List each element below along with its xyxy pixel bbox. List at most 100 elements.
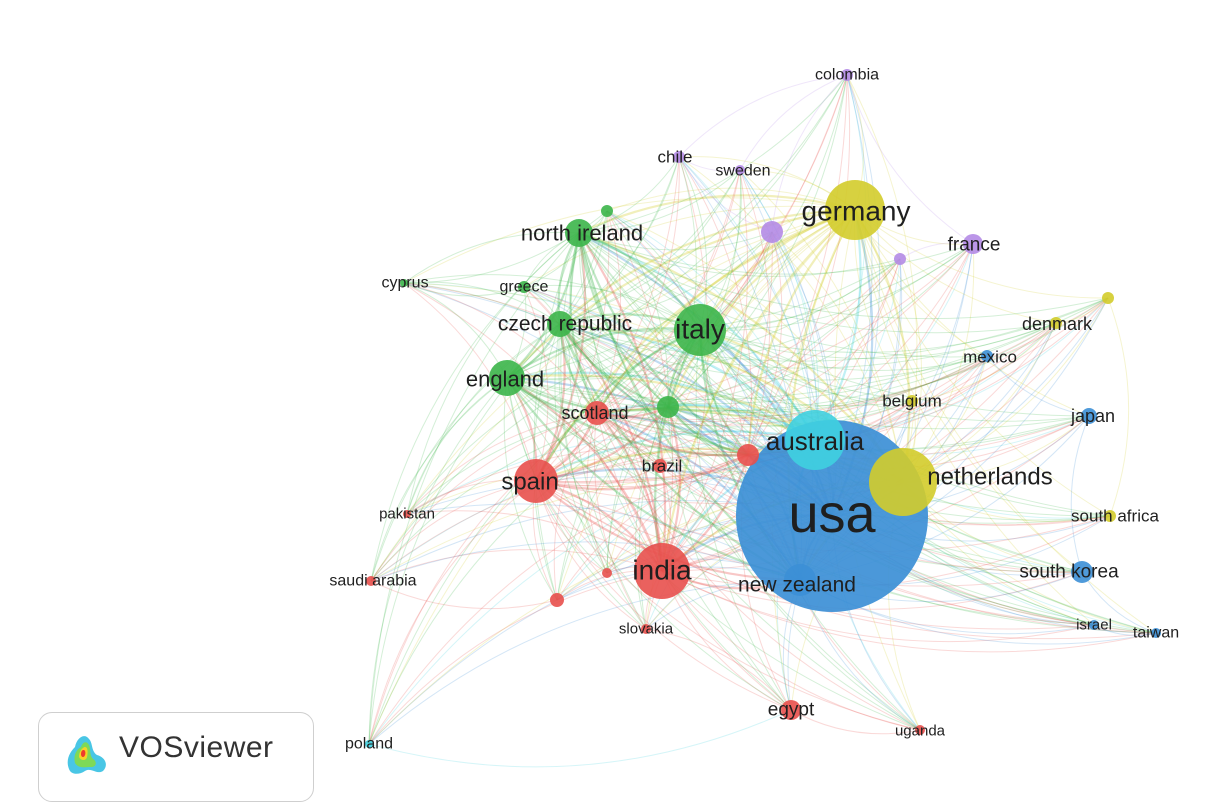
link-n-red-right-poland xyxy=(368,454,749,745)
node-n-yellow-right[interactable] xyxy=(1102,292,1114,304)
node-n-purple-mid[interactable] xyxy=(761,221,783,243)
node-n-green-top[interactable] xyxy=(601,205,613,217)
label-usa[interactable]: usa xyxy=(788,484,876,544)
link-australia-sweden xyxy=(739,169,817,441)
link-netherlands-chile xyxy=(678,156,904,483)
node-belgium[interactable] xyxy=(906,395,918,407)
label-czech-republic[interactable]: czech republic xyxy=(498,313,632,336)
link-mexico-japan xyxy=(986,355,1090,417)
node-n-green-mid[interactable] xyxy=(657,396,679,418)
node-england[interactable] xyxy=(489,360,525,396)
link-australia-pakistan xyxy=(406,430,816,515)
label-japan[interactable]: japan xyxy=(1070,406,1115,426)
label-india[interactable]: india xyxy=(632,555,692,586)
label-germany[interactable]: germany xyxy=(802,196,911,227)
label-netherlands[interactable]: netherlands xyxy=(927,464,1052,491)
node-netherlands[interactable] xyxy=(869,448,937,516)
link-north-ireland-n-red-right xyxy=(577,232,749,456)
link-north-ireland-colombia xyxy=(578,74,848,234)
label-australia[interactable]: australia xyxy=(766,426,865,456)
label-south-africa[interactable]: south africa xyxy=(1071,507,1159,526)
link-germany-poland xyxy=(368,209,856,745)
node-denmark[interactable] xyxy=(1050,317,1062,329)
link-scotland-belgium xyxy=(596,400,913,437)
node-france[interactable] xyxy=(963,234,983,254)
label-egypt[interactable]: egypt xyxy=(768,700,815,721)
node-cyprus[interactable] xyxy=(400,279,408,287)
node-india[interactable] xyxy=(634,543,690,599)
node-n-red-low[interactable] xyxy=(550,593,564,607)
node-greece[interactable] xyxy=(518,281,530,293)
node-saudi-arabia[interactable] xyxy=(366,576,376,586)
node-north-ireland[interactable] xyxy=(565,219,593,247)
node-italy[interactable] xyxy=(674,304,726,356)
link-n-green-mid-greece xyxy=(523,286,669,408)
link-n-green-mid-uganda xyxy=(667,406,921,731)
link-scotland-pakistan xyxy=(406,412,598,515)
link-north-ireland-belgium xyxy=(578,232,913,402)
label-mexico[interactable]: mexico xyxy=(963,348,1017,367)
node-mexico[interactable] xyxy=(981,350,993,362)
link-scotland-greece xyxy=(523,286,598,414)
node-czech-republic[interactable] xyxy=(547,311,573,337)
label-scotland[interactable]: scotland xyxy=(561,403,628,423)
label-uganda[interactable]: uganda xyxy=(895,723,946,740)
node-slovakia[interactable] xyxy=(641,624,651,634)
link-greece-n-green-top xyxy=(523,210,608,288)
link-australia-germany xyxy=(814,209,862,441)
label-north-ireland[interactable]: north ireland xyxy=(521,221,643,246)
node-new-zealand[interactable] xyxy=(784,564,816,596)
link-germany-israel xyxy=(854,209,1095,626)
node-pakistan[interactable] xyxy=(403,510,411,518)
label-england[interactable]: england xyxy=(466,367,544,392)
link-n-red-right-n-red-low xyxy=(556,454,749,601)
node-chile[interactable] xyxy=(673,151,685,163)
label-slovakia[interactable]: slovakia xyxy=(619,621,674,638)
label-israel[interactable]: israel xyxy=(1076,617,1112,634)
label-denmark[interactable]: denmark xyxy=(1022,314,1093,334)
label-new-zealand[interactable]: new zealand xyxy=(738,574,856,597)
node-germany[interactable] xyxy=(825,180,885,240)
label-cyprus[interactable]: cyprus xyxy=(381,275,428,292)
label-italy[interactable]: italy xyxy=(675,314,725,345)
label-belgium[interactable]: belgium xyxy=(882,392,942,411)
label-spain[interactable]: spain xyxy=(501,469,558,496)
label-pakistan[interactable]: pakistan xyxy=(379,506,435,523)
node-n-red-small[interactable] xyxy=(602,568,612,578)
node-n-red-right[interactable] xyxy=(737,444,759,466)
node-taiwan[interactable] xyxy=(1151,628,1161,638)
node-japan[interactable] xyxy=(1081,408,1097,424)
node-colombia[interactable] xyxy=(841,69,853,81)
node-israel[interactable] xyxy=(1089,620,1099,630)
link-scotland-n-green-top xyxy=(596,210,621,414)
node-sweden[interactable] xyxy=(735,165,745,175)
node-spain[interactable] xyxy=(514,459,558,503)
label-brazil[interactable]: brazil xyxy=(642,457,683,476)
link-czech-republic-belgium xyxy=(559,323,913,407)
link-n-green-mid-n-yellow-right xyxy=(667,297,1109,412)
link-australia-n-green-top xyxy=(606,210,816,441)
label-south-korea[interactable]: south korea xyxy=(1019,562,1119,583)
node-poland[interactable] xyxy=(365,740,373,748)
link-germany-north-ireland xyxy=(578,194,856,235)
node-scotland[interactable] xyxy=(585,401,609,425)
node-australia[interactable] xyxy=(785,410,845,470)
label-taiwan[interactable]: taiwan xyxy=(1133,625,1179,642)
label-greece[interactable]: greece xyxy=(500,279,549,296)
link-scotland-sweden xyxy=(596,169,741,414)
label-poland[interactable]: poland xyxy=(345,736,393,753)
label-sweden[interactable]: sweden xyxy=(715,163,770,180)
link-germany-england xyxy=(506,208,856,379)
node-brazil[interactable] xyxy=(653,459,667,473)
node-egypt[interactable] xyxy=(781,700,801,720)
label-colombia[interactable]: colombia xyxy=(815,67,879,84)
link-spain-north-ireland xyxy=(535,232,587,482)
node-south-korea[interactable] xyxy=(1071,561,1093,583)
label-saudi-arabia[interactable]: saudi arabia xyxy=(329,573,416,590)
label-chile[interactable]: chile xyxy=(658,148,693,167)
link-czech-republic-mexico xyxy=(559,323,988,381)
node-n-purple-small[interactable] xyxy=(894,253,906,265)
node-south-africa[interactable] xyxy=(1104,510,1116,522)
node-uganda[interactable] xyxy=(915,725,925,735)
label-france[interactable]: france xyxy=(948,235,1001,256)
